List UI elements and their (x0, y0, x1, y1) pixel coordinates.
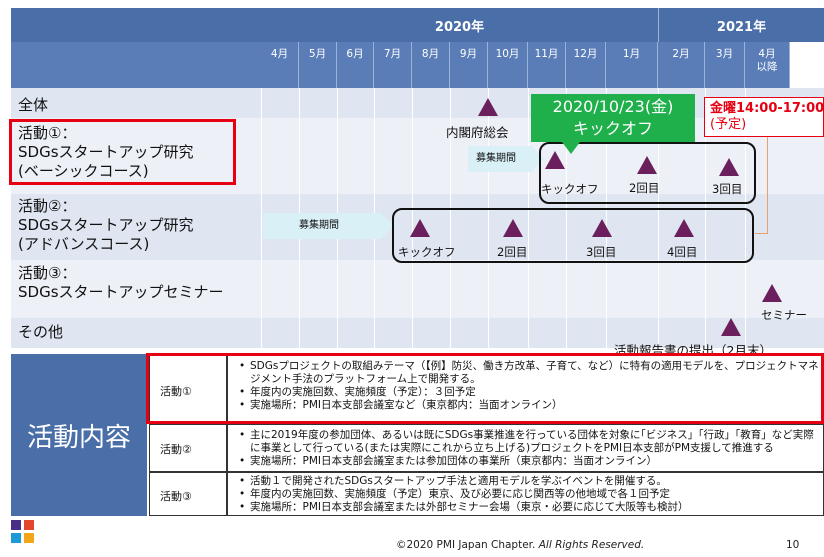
activity-content-title: 活動内容 (11, 354, 147, 516)
activity1-label: 活動① (160, 385, 192, 398)
month-gridline (261, 88, 262, 348)
a1-third-label: 3回目 (712, 182, 743, 196)
month-cell: 4月 以降 (745, 42, 790, 88)
a2-second-label: 2回目 (497, 245, 528, 259)
bullet-item: 年度内の実施回数、実施頻度（予定）：３回予定 (238, 386, 822, 399)
activity3-label-cell (149, 472, 227, 516)
year-2021: 2021年 (716, 20, 767, 35)
a1-second-label: 2回目 (629, 181, 660, 195)
activity1-bullets: SDGsプロジェクトの取組みテーマ（【例】防災、働き方改革、子育て、など）に特有… (238, 360, 822, 412)
a2-third-label: 3回目 (586, 245, 617, 259)
year-divider (658, 8, 659, 42)
month-cell: 12月 (566, 42, 606, 88)
note-connector-foot (755, 233, 768, 234)
recruit-period-activity2: 募集期間 (263, 213, 381, 239)
milestone-a2-second (503, 219, 523, 237)
pmi-logo (10, 519, 36, 545)
row-band-other (11, 318, 824, 348)
recruit-period-activity2-arrow (381, 213, 393, 239)
month-gridline (412, 88, 413, 348)
milestone-a2-fourth (674, 219, 694, 237)
row-label-activity2: 活動②： SDGsスタートアップ研究 (アドバンスコース) (18, 197, 194, 253)
milestone-a2-kickoff (410, 219, 430, 237)
seminar-label: セミナー (761, 308, 807, 322)
bullet-item: 実施場所：PMI日本支部会議室または外部セミナー会場（東京・必要に応じて大阪等も… (238, 501, 822, 514)
month-cell: 11月 (528, 42, 566, 88)
activity3-bullets: 活動１で開発されたSDGsスタートアップ手法と適用モデルを学ぶイベントを開催する… (238, 475, 822, 514)
a1-kickoff-label: キックオフ (541, 182, 599, 196)
row-label-header (11, 42, 261, 88)
year-2020: 2020年 (434, 20, 485, 35)
milestone-a1-third (719, 158, 739, 176)
bullet-item: 主に2019年度の参加団体、あるいは既にSDGs事業推進を行っている団体を対象に… (238, 429, 822, 455)
activity1-schedule-box (539, 142, 756, 204)
cabinet-meeting-label: 内閣府総会 (446, 125, 509, 140)
row-label-activity1: 活動①： SDGsスタートアップ研究 (ベーシックコース) (18, 124, 194, 180)
activity2-label-cell (149, 424, 227, 472)
milestone-a2-third (592, 219, 612, 237)
activity3-label: 活動③ (160, 490, 192, 503)
month-gridline (705, 88, 706, 348)
month-cell: 4月 (261, 42, 299, 88)
time-note: 金曜14:00-17:00 (予定) (704, 97, 824, 137)
month-gridline (606, 88, 607, 348)
month-cell: 3月 (705, 42, 745, 88)
bullet-item: 活動１で開発されたSDGsスタートアップ手法と適用モデルを学ぶイベントを開催する… (238, 475, 822, 488)
pmi-logo-icon (11, 520, 34, 543)
recruit-period-activity1-arrow (532, 146, 544, 172)
activity1-highlight-box (9, 119, 236, 185)
milestone-a1-kickoff (545, 151, 565, 169)
bullet-item: 実施場所：PMI日本支部会議室または参加団体の事業所（東京都内：当面オンライン） (238, 455, 822, 468)
row-band-overall (11, 88, 824, 118)
month-gridline (488, 88, 489, 348)
page-number: 10 (786, 539, 800, 551)
year-header-bar (11, 8, 824, 42)
month-gridline (658, 88, 659, 348)
milestone-cabinet-meeting (478, 98, 498, 116)
activity2-bullets: 主に2019年度の参加団体、あるいは既にSDGs事業推進を行っている団体を対象に… (238, 429, 822, 468)
month-cell: 6月 (337, 42, 374, 88)
milestone-seminar (762, 284, 782, 302)
row-band-activity3 (11, 260, 824, 318)
bullet-item: SDGsプロジェクトの取組みテーマ（【例】防災、働き方改革、子育て、など）に特有… (238, 360, 822, 386)
month-gridline (450, 88, 451, 348)
bullet-item: 年度内の実施回数、実施頻度（予定）東京、及び必要に応じ関西等の他地域で各１回予定 (238, 488, 822, 501)
month-cell: 1月 (606, 42, 658, 88)
kickoff-callout-tail (562, 142, 580, 154)
month-cell: 7月 (374, 42, 412, 88)
month-cell: 5月 (299, 42, 337, 88)
month-cell: 9月 (450, 42, 488, 88)
month-gridline (566, 88, 567, 348)
row-label-activity3: 活動③： SDGsスタートアップセミナー (18, 264, 224, 301)
month-cell: 8月 (412, 42, 450, 88)
activity1-label-cell (149, 354, 227, 424)
copyright: ©2020 PMI Japan Chapter. All Rights Rese… (396, 539, 645, 551)
a2-fourth-label: 4回目 (667, 245, 698, 259)
row-label-overall: 全体 (18, 96, 49, 114)
a2-kickoff-label: キックオフ (398, 245, 456, 259)
month-cell: 2月 (658, 42, 705, 88)
activity2-schedule-box (392, 208, 754, 263)
activity2-label: 活動② (160, 443, 192, 456)
month-gridline (745, 88, 746, 348)
row-label-other: その他 (18, 323, 64, 341)
milestone-a1-second (637, 156, 657, 174)
kickoff-callout: 2020/10/23(金) キックオフ (531, 94, 695, 142)
month-gridline (528, 88, 529, 348)
note-connector-vertical (767, 136, 768, 234)
activity1-detail-highlight-box (146, 353, 824, 424)
recruit-period-activity1: 募集期間 (468, 146, 532, 172)
bullet-item: 実施場所：PMI日本支部会議室など（東京都内：当面オンライン） (238, 399, 822, 412)
month-cell: 10月 (488, 42, 528, 88)
milestone-report (721, 318, 741, 336)
